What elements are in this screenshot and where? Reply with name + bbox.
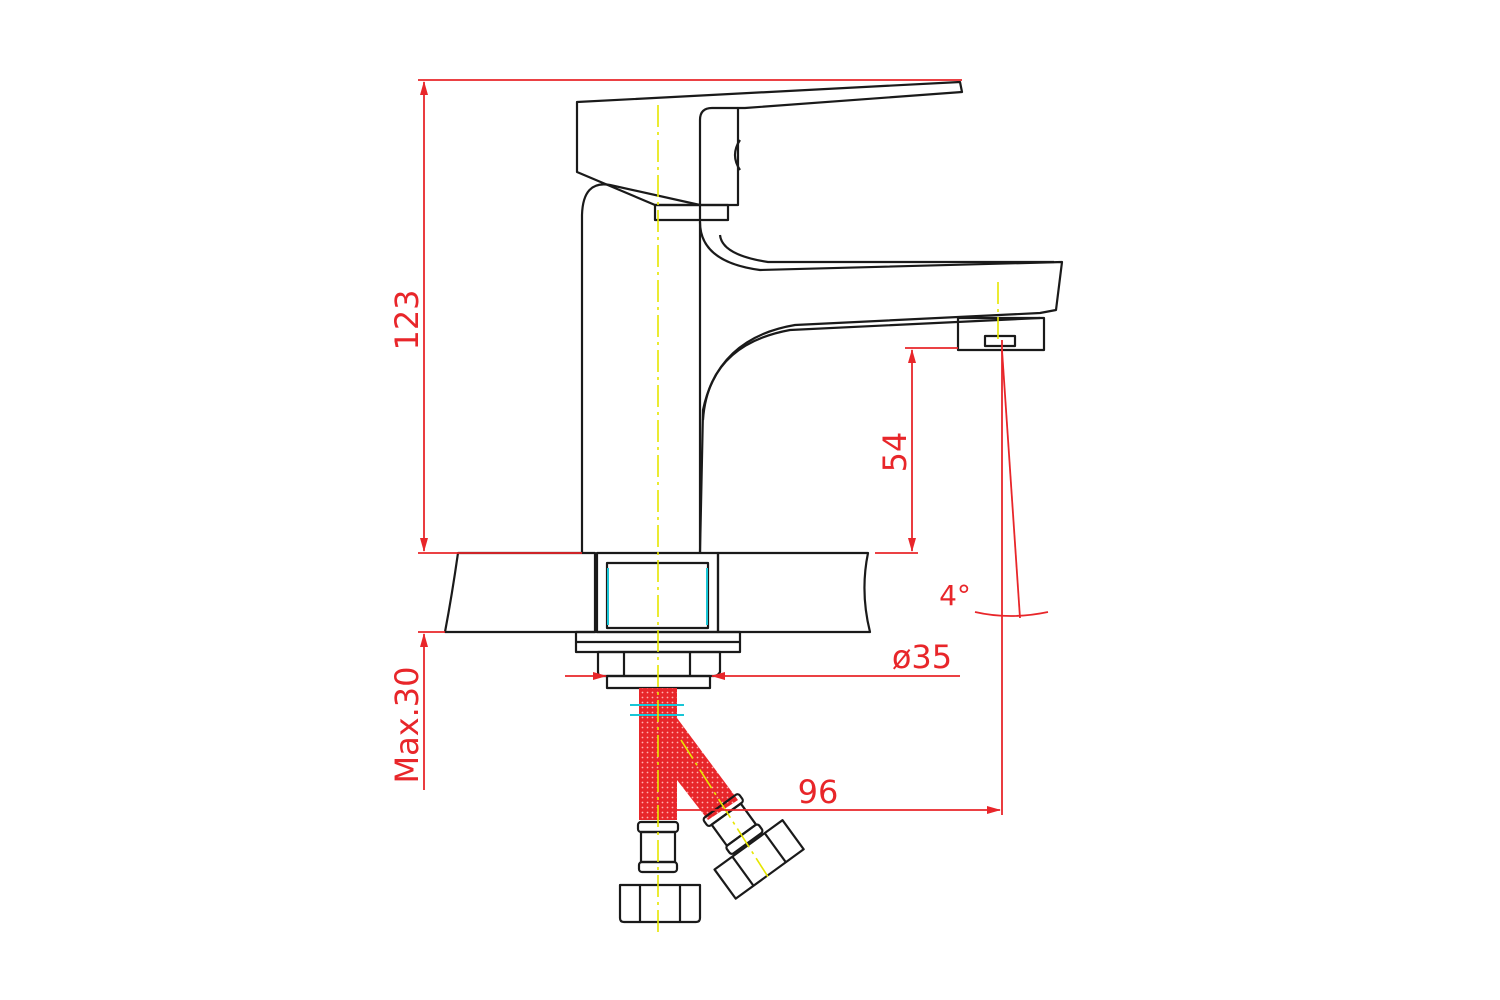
dimension-total-height: 123: [388, 79, 962, 554]
dim-label-96: 96: [798, 773, 839, 811]
dim-label-d35: ø35: [892, 638, 952, 676]
dimension-max-deck: Max.30: [388, 631, 445, 790]
lever-handle: [575, 80, 964, 222]
dim-label-123: 123: [388, 289, 426, 350]
dimension-spout-reach: 96: [660, 340, 1003, 815]
countertop-section: [443, 551, 872, 634]
faucet-body: [580, 183, 1064, 554]
dim-label-54: 54: [876, 432, 914, 473]
dimension-shank-diameter: ø35: [565, 638, 960, 680]
dimension-spout-angle: 4°: [939, 349, 1049, 619]
dim-label-4deg: 4°: [939, 579, 971, 612]
flexible-hoses: [618, 688, 805, 924]
dim-label-max30: Max.30: [388, 666, 426, 783]
dimension-spout-height: 54: [875, 347, 958, 554]
